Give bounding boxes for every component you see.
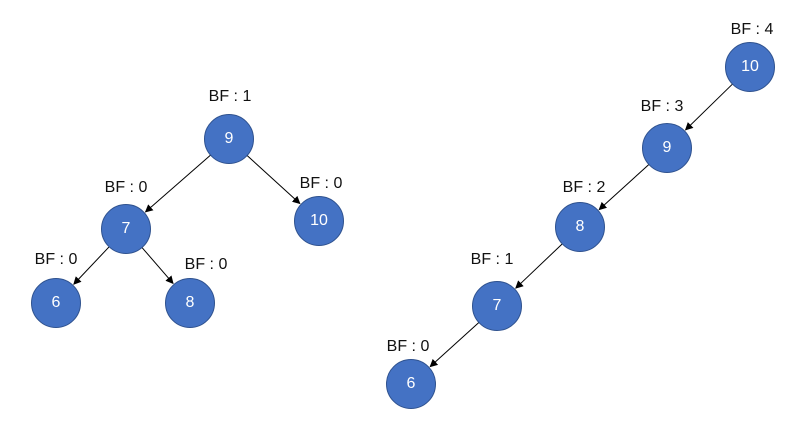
tree-node-r7: 7: [472, 281, 522, 331]
balance-factor-label-l10: BF : 0: [299, 175, 343, 192]
balance-factor-label-r6: BF : 0: [386, 338, 430, 355]
edge-arrow-l9-l10: [245, 154, 301, 205]
edge-arrow-r10-r9: [684, 82, 734, 131]
edge-arrow-l7-l8: [140, 246, 174, 285]
tree-node-r6: 6: [386, 359, 436, 409]
balance-factor-label-l8: BF : 0: [184, 256, 228, 273]
edge-arrow-r8-r7: [515, 242, 564, 289]
edge-arrow-r9-r8: [598, 163, 651, 211]
edge-arrow-l9-l7: [144, 153, 213, 213]
balance-factor-label-l9: BF : 1: [208, 88, 252, 105]
tree-node-l7: 7: [101, 204, 151, 254]
edge-arrow-r7-r6: [429, 321, 481, 368]
balance-factor-label-l7: BF : 0: [104, 179, 148, 196]
tree-node-r8: 8: [555, 202, 605, 252]
balance-factor-label-r10: BF : 4: [730, 21, 774, 38]
tree-node-r10: 10: [725, 42, 775, 92]
balance-factor-label-r8: BF : 2: [562, 179, 606, 196]
tree-node-r9: 9: [642, 123, 692, 173]
tree-node-l9: 9: [204, 114, 254, 164]
tree-node-l8: 8: [165, 278, 215, 328]
balance-factor-label-l6: BF : 0: [34, 251, 78, 268]
tree-node-l6: 6: [31, 278, 81, 328]
edge-arrow-l7-l6: [73, 245, 111, 285]
balance-factor-label-r9: BF : 3: [640, 98, 684, 115]
tree-node-l10: 10: [294, 196, 344, 246]
balance-factor-label-r7: BF : 1: [470, 251, 514, 268]
